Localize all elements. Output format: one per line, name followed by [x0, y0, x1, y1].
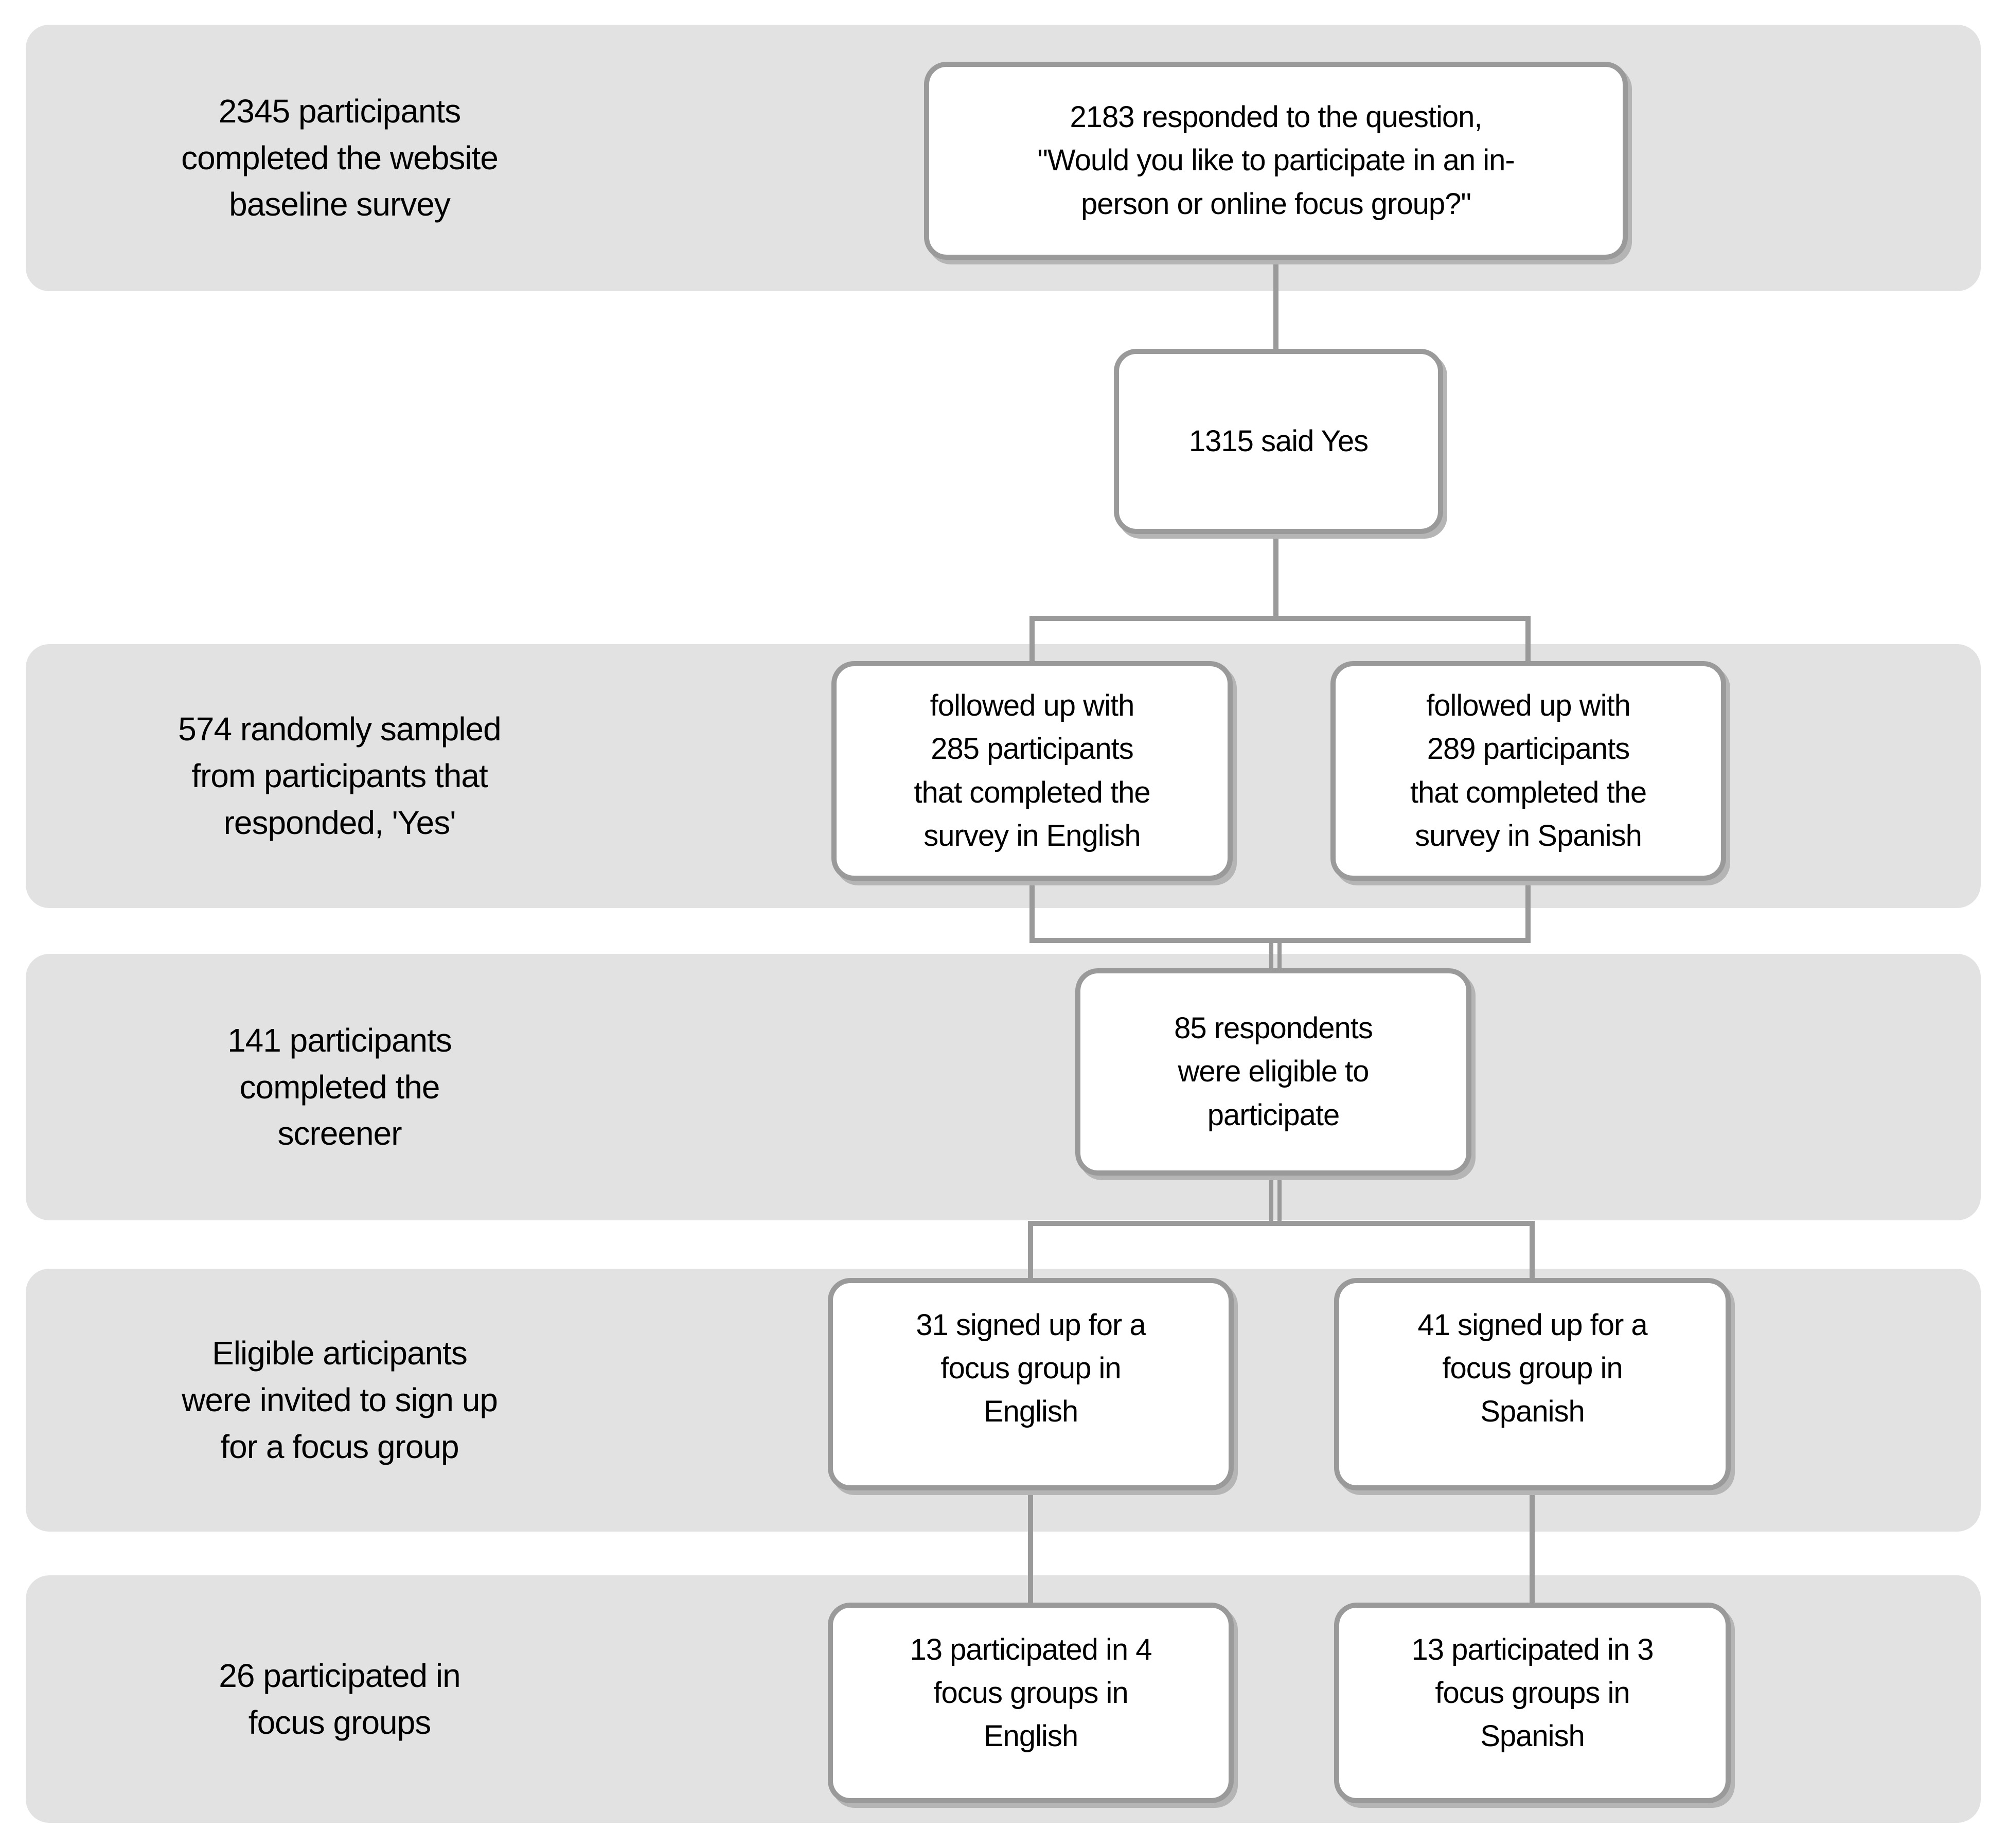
connector-split1-horizontal [1029, 616, 1531, 621]
box-eligible: 85 respondents were eligible to particip… [1075, 968, 1471, 1176]
box-signup-english: 31 signed up for a focus group in Englis… [828, 1278, 1234, 1490]
box-responded-question: 2183 responded to the question, "Would y… [924, 62, 1628, 260]
box-eligible-text: 85 respondents were eligible to particip… [1174, 1011, 1373, 1132]
box-signup-spanish: 41 signed up for a focus group in Spanis… [1334, 1278, 1731, 1490]
box-signup-english-text: 31 signed up for a focus group in Englis… [916, 1308, 1146, 1429]
connector-box6-to-box8 [1028, 1487, 1033, 1605]
connector-box2-down [1273, 530, 1278, 620]
box-followup-spanish: followed up with 289 participants that c… [1330, 661, 1726, 881]
connector-split2-left-drop [1028, 1221, 1033, 1282]
box-said-yes-text: 1315 said Yes [1188, 424, 1369, 458]
box-followup-english: followed up with 285 participants that c… [831, 661, 1233, 881]
box-followup-spanish-text: followed up with 289 participants that c… [1410, 689, 1647, 852]
connector-split2-horizontal [1028, 1221, 1535, 1226]
connector-merge-left-drop [1029, 877, 1035, 943]
box-signup-spanish-text: 41 signed up for a focus group in Spanis… [1417, 1308, 1647, 1429]
connector-split1-right-drop [1525, 616, 1531, 665]
connector-split1-left-drop [1029, 616, 1035, 665]
stage-label-screener: 141 participants completed the screener [227, 1021, 452, 1152]
box-participated-english-text: 13 participated in 4 focus groups in Eng… [910, 1633, 1152, 1753]
box-said-yes: 1315 said Yes [1114, 349, 1443, 534]
box-participated-spanish: 13 participated in 3 focus groups in Spa… [1334, 1603, 1731, 1803]
box-responded-question-text: 2183 responded to the question, "Would y… [1037, 100, 1515, 221]
stage-label-invited-signup: Eligible articipants were invited to sig… [182, 1335, 498, 1465]
connector-merge-right-drop [1525, 877, 1531, 943]
stage-label-baseline-survey: 2345 participants completed the website … [181, 92, 499, 223]
connector-box1-to-box2 [1273, 260, 1278, 352]
box-participated-english: 13 participated in 4 focus groups in Eng… [828, 1603, 1234, 1803]
stage-label-participated: 26 participated in focus groups [219, 1657, 460, 1741]
connector-box7-to-box9 [1530, 1487, 1535, 1605]
connector-split2-right-drop [1530, 1221, 1535, 1282]
stage-band-3 [26, 954, 1981, 1220]
box-followup-english-text: followed up with 285 participants that c… [914, 689, 1150, 852]
box-participated-spanish-text: 13 participated in 3 focus groups in Spa… [1411, 1633, 1654, 1753]
stage-label-random-sample: 574 randomly sampled from participants t… [178, 710, 501, 841]
